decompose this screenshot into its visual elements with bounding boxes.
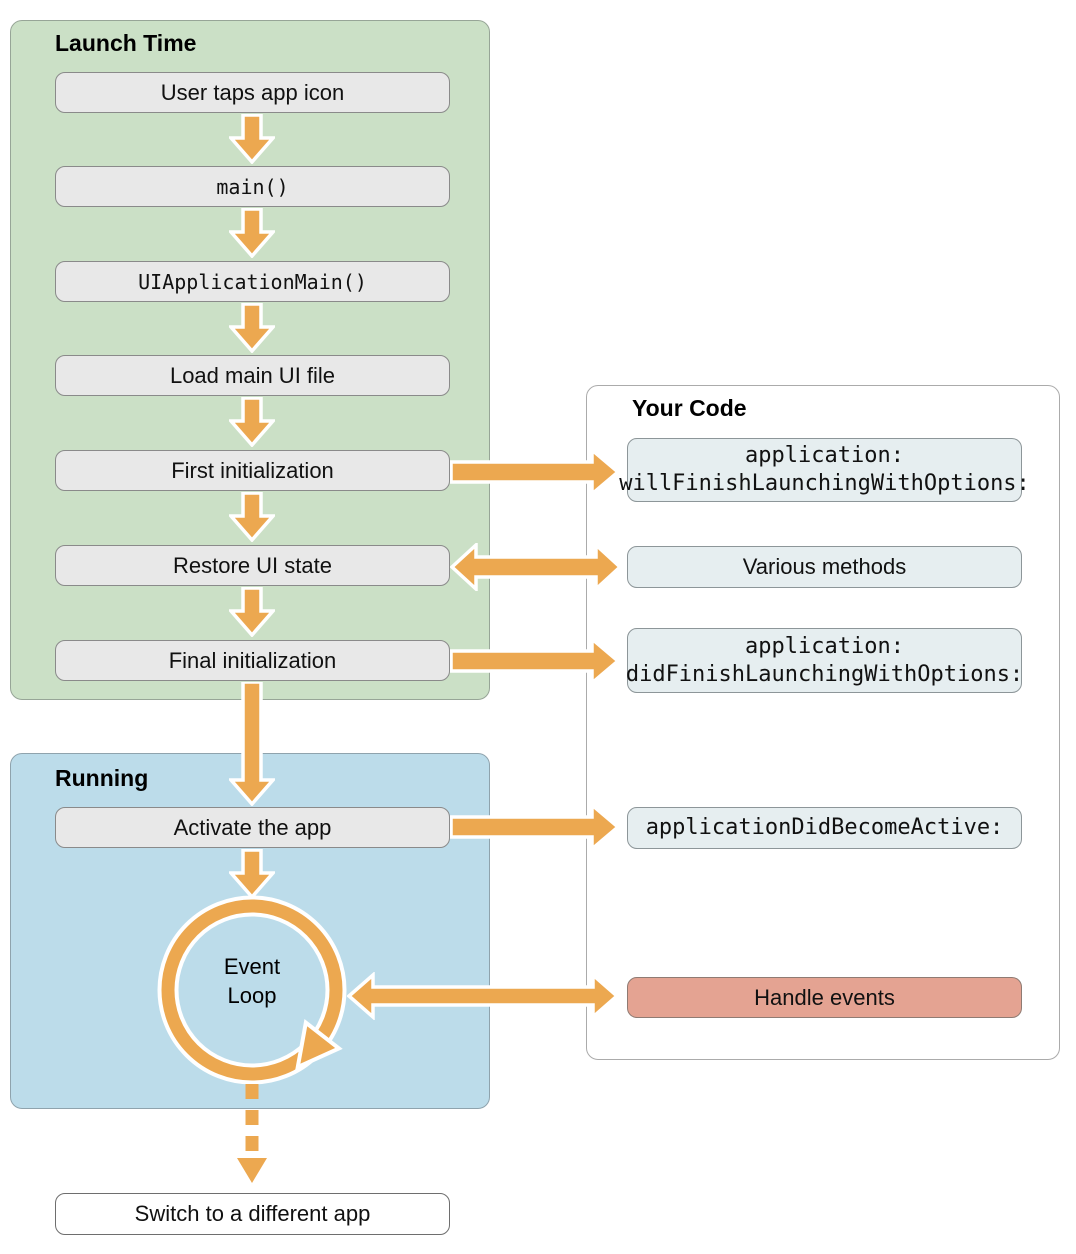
step-load-main-ui-file: Load main UI file (55, 355, 450, 396)
arrow-down-long-icon (229, 682, 275, 806)
method-various-methods: Various methods (627, 546, 1022, 588)
arrow-down-icon (229, 208, 275, 258)
arrow-down-icon (229, 114, 275, 164)
arrow-double-restore-state-icon (450, 543, 622, 591)
method-did-become-active: applicationDidBecomeActive: (627, 807, 1022, 849)
arrow-right-activate-icon (450, 803, 620, 851)
arrow-right-final-init-icon (450, 637, 620, 685)
arrow-double-handle-events-icon (347, 972, 619, 1020)
arrow-down-icon (229, 492, 275, 542)
step-final-initialization: Final initialization (55, 640, 450, 681)
event-loop-label: Event Loop (223, 954, 281, 1008)
method-will-finish-launching: application: willFinishLaunchingWithOpti… (619, 438, 1030, 502)
launch-time-title: Launch Time (55, 30, 197, 56)
step-restore-ui-state: Restore UI state (55, 545, 450, 586)
arrow-right-first-init-icon (450, 448, 620, 496)
arrow-down-icon (229, 303, 275, 353)
box-switch-to-different-app: Switch to a different app (55, 1193, 450, 1235)
step-first-initialization: First initialization (55, 450, 450, 491)
running-title: Running (55, 765, 149, 791)
your-code-title: Your Code (632, 395, 747, 421)
step-uiapplicationmain: UIApplicationMain() (55, 261, 450, 302)
method-handle-events: Handle events (627, 977, 1022, 1018)
step-activate-the-app: Activate the app (55, 807, 450, 848)
step-main: main() (55, 166, 450, 207)
arrow-dashed-down-icon (237, 1084, 267, 1183)
event-loop-circle-icon (157, 895, 347, 1085)
arrow-down-icon (229, 397, 275, 447)
arrow-down-icon (229, 849, 275, 899)
method-did-finish-launching: application: didFinishLaunchingWithOptio… (626, 628, 1023, 693)
step-user-taps-app-icon: User taps app icon (55, 72, 450, 113)
arrow-down-icon (229, 587, 275, 637)
